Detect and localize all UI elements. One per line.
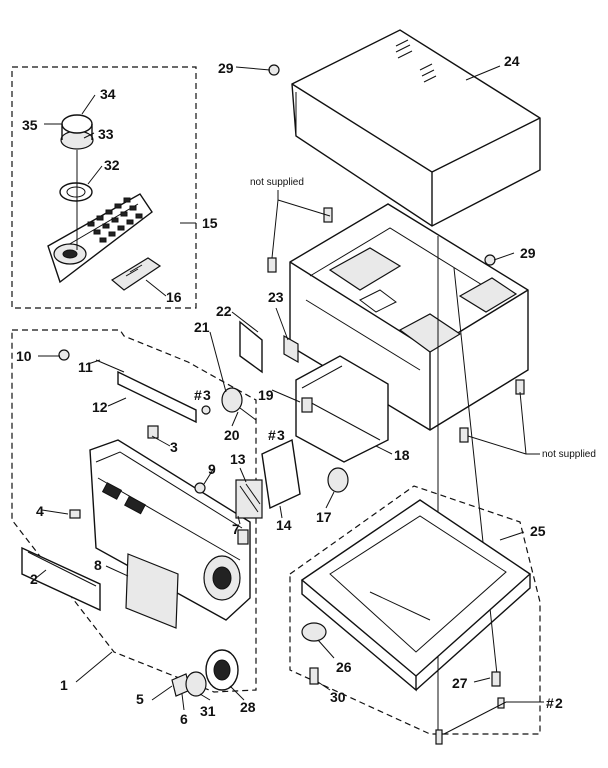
remote-control-group — [11, 66, 197, 309]
note-not-supplied-right: not supplied — [542, 449, 596, 460]
callout-29-top: 29 — [218, 60, 234, 76]
callout-3a: 3 — [203, 387, 211, 403]
callout-1: 1 — [60, 677, 68, 693]
callout-18: 18 — [394, 447, 410, 463]
callout-25: 25 — [530, 523, 546, 539]
callout-34: 34 — [100, 86, 116, 102]
callout-24: 24 — [504, 53, 520, 69]
callout-2b: 2 — [555, 695, 563, 711]
callout-26: 26 — [336, 659, 352, 675]
top-cover — [268, 29, 541, 266]
callout-10: 10 — [16, 348, 32, 364]
callout-31: 31 — [200, 703, 216, 719]
front-panel-group — [11, 329, 257, 697]
callout-6: 6 — [180, 711, 188, 727]
callout-19: 19 — [258, 387, 274, 403]
callout-23: 23 — [268, 289, 284, 305]
callout-9: 9 — [208, 461, 216, 477]
callout-27: 27 — [452, 675, 468, 691]
callout-21: 21 — [194, 319, 210, 335]
prefix-hash-c: # — [546, 695, 554, 711]
callout-3: 3 — [170, 439, 178, 455]
middle-parts — [201, 320, 389, 519]
callout-35: 35 — [22, 117, 38, 133]
callout-14: 14 — [276, 517, 292, 533]
note-not-supplied-top: not supplied — [250, 177, 304, 188]
callout-labels: 29 24 29 34 35 33 32 15 16 not supplied … — [16, 53, 596, 727]
callout-13: 13 — [230, 451, 246, 467]
callout-3b: 3 — [277, 427, 285, 443]
callout-8: 8 — [94, 557, 102, 573]
callout-5: 5 — [136, 691, 144, 707]
prefix-hash-b: # — [268, 427, 276, 443]
callout-22: 22 — [216, 303, 232, 319]
prefix-hash-a: # — [194, 387, 202, 403]
callout-7: 7 — [232, 521, 240, 537]
callout-30: 30 — [330, 689, 346, 705]
callout-12: 12 — [92, 399, 108, 415]
bottom-plate-group — [289, 485, 541, 745]
leader-lines — [35, 65, 544, 735]
callout-15: 15 — [202, 215, 218, 231]
callout-32: 32 — [104, 157, 120, 173]
callout-17: 17 — [316, 509, 332, 525]
callout-11: 11 — [78, 359, 93, 375]
remote-buttons — [87, 197, 143, 243]
callout-20: 20 — [224, 427, 240, 443]
callout-28: 28 — [240, 699, 256, 715]
callout-4: 4 — [36, 503, 44, 519]
callout-16: 16 — [166, 289, 182, 305]
callout-29-right: 29 — [520, 245, 536, 261]
callout-33: 33 — [98, 126, 114, 142]
callout-2: 2 — [30, 571, 38, 587]
